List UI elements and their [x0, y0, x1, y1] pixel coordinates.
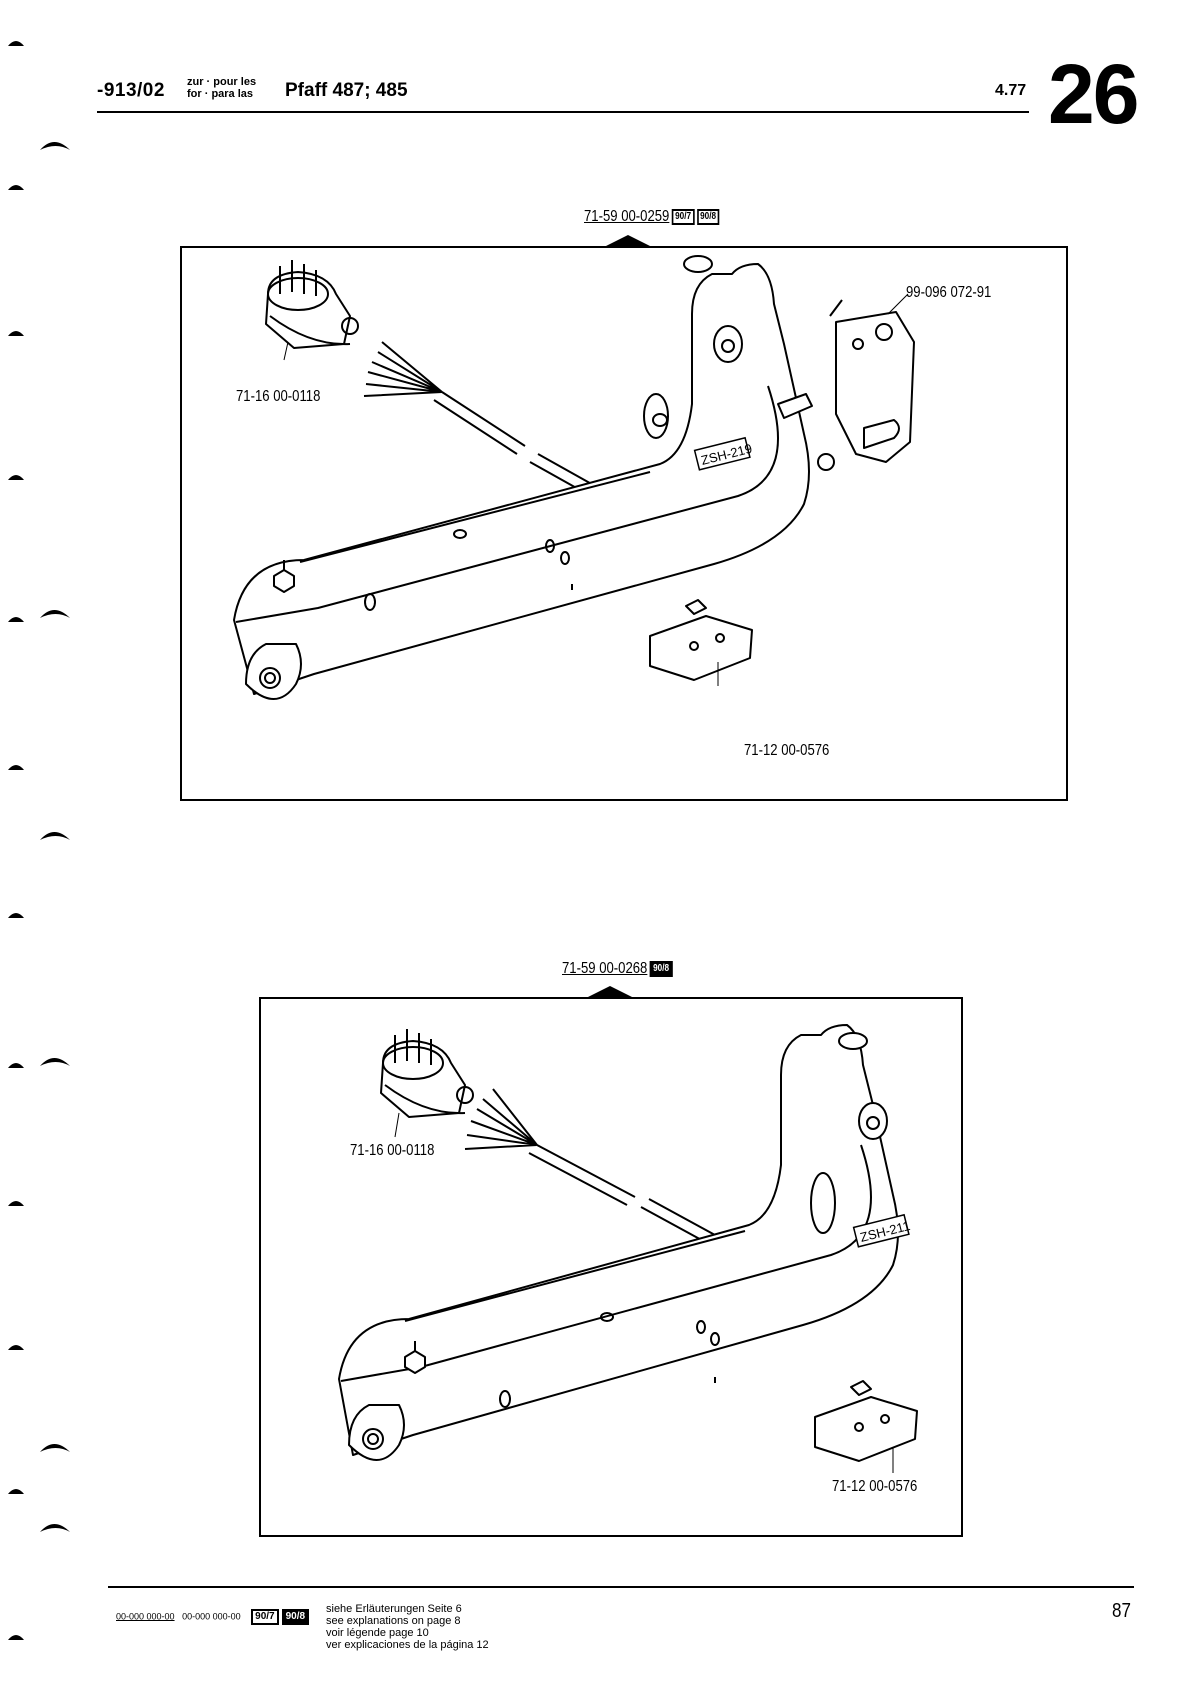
page-number: 87	[1112, 1600, 1131, 1622]
binder-hole	[8, 475, 24, 480]
cable-icon	[464, 1088, 758, 1260]
connector-plug-icon	[380, 1029, 474, 1118]
binder-hole	[8, 1201, 24, 1206]
switch-assembly-icon	[777, 299, 915, 471]
assembly-part-label: 71-59 00-0259	[584, 208, 670, 225]
figure-frame-2	[259, 997, 963, 1537]
callout-switch-part: 99-096 072-91	[906, 284, 992, 301]
catalog-code: -913/02	[97, 80, 165, 101]
binder-hole	[40, 610, 70, 618]
binder-hole	[40, 1444, 70, 1452]
connector-plug-icon	[265, 260, 359, 349]
binder-hole	[40, 1524, 70, 1532]
callout-microswitch-part: 71-12 00-0576	[832, 1478, 918, 1495]
footer-notes: siehe Erläuterungen Seite 6 see explanat…	[326, 1603, 489, 1651]
badge: 90/7	[671, 208, 695, 225]
badge: 90/8	[649, 960, 673, 977]
binder-hole	[40, 142, 70, 150]
binder-hole	[8, 1063, 24, 1068]
binder-holes	[8, 41, 70, 1640]
machine-model: Pfaff 487; 485	[285, 80, 408, 101]
binder-hole	[8, 1489, 24, 1494]
pointer-arrow-icon	[606, 235, 650, 246]
binder-hole	[40, 832, 70, 840]
pointer-arrow-icon	[588, 986, 632, 997]
binder-hole	[40, 1058, 70, 1066]
binder-hole	[8, 617, 24, 622]
nut-icon	[404, 1350, 426, 1374]
header-rule	[97, 111, 1029, 113]
footer-rule	[108, 1586, 1134, 1588]
figure-frame-1	[180, 246, 1068, 801]
binder-hole	[8, 41, 24, 46]
code-underlined: 00-000 000-00	[116, 1611, 175, 1622]
issue-date: 4.77	[995, 82, 1027, 99]
badge: 90/8	[281, 1609, 310, 1625]
prefix-line-2: for · para las	[187, 88, 254, 100]
micro-switch-icon	[814, 1380, 918, 1462]
note-de: siehe Erläuterungen Seite 6	[326, 1603, 462, 1615]
binder-hole	[8, 331, 24, 336]
knee-lever-drawing-1: ZSH-219	[233, 255, 915, 700]
prefix-line-1: zur · pour les	[187, 76, 257, 88]
knee-lever-body	[338, 1024, 899, 1456]
binder-hole	[8, 1635, 24, 1640]
code-plain: 00-000 000-00	[182, 1611, 241, 1622]
binder-hole	[8, 185, 24, 190]
section-number: 26	[1048, 47, 1139, 141]
knee-lever-body	[233, 263, 810, 695]
knee-lever-drawing-2: ZSH-211	[338, 1024, 918, 1473]
pivot-eye	[245, 643, 302, 700]
binder-hole	[8, 765, 24, 770]
nut-icon	[273, 569, 295, 593]
callout-microswitch-part: 71-12 00-0576	[744, 742, 830, 759]
micro-switch-icon	[649, 599, 753, 681]
badge: 90/7	[251, 1609, 279, 1625]
badge: 90/8	[696, 208, 720, 225]
note-es: ver explicaciones de la página 12	[326, 1639, 489, 1651]
callout-plug-part: 71-16 00-0118	[236, 388, 321, 405]
binder-hole	[8, 1345, 24, 1350]
pivot-eye	[348, 1404, 405, 1461]
callout-plug-part: 71-16 00-0118	[350, 1142, 435, 1159]
assembly-part-label: 71-59 00-0268	[562, 960, 648, 977]
note-fr: voir légende page 10	[326, 1627, 429, 1639]
note-en: see explanations on page 8	[326, 1615, 461, 1627]
header-prefix: zur · pour les for · para las	[187, 76, 256, 100]
binder-hole	[8, 913, 24, 918]
